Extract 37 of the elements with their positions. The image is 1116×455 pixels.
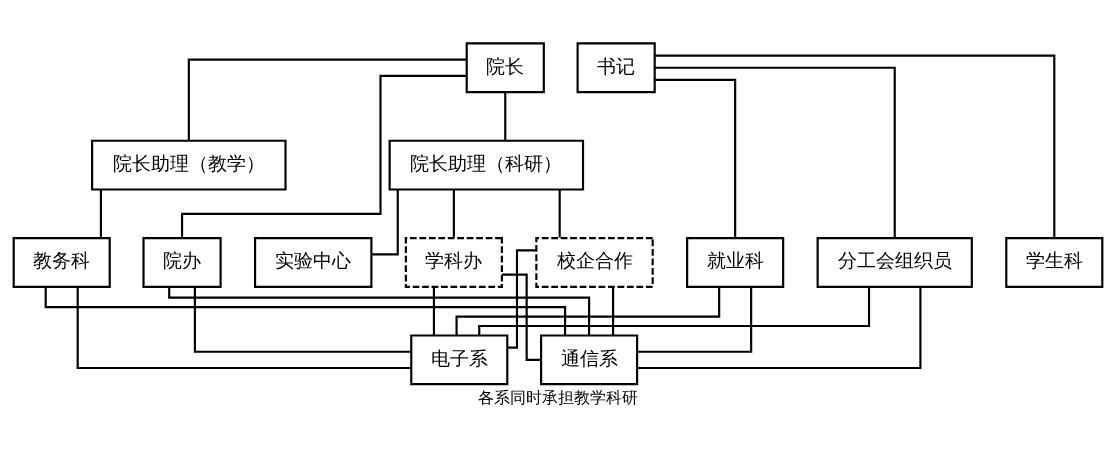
connector — [637, 286, 922, 369]
connector — [168, 286, 591, 335]
connector — [504, 91, 507, 140]
node-box: 电子系 — [410, 333, 509, 385]
connector — [654, 66, 896, 238]
connector — [637, 286, 753, 353]
node-box: 书记 — [576, 41, 656, 93]
connector — [558, 189, 561, 238]
node-box: 就业科 — [686, 236, 785, 288]
connector — [76, 286, 411, 369]
connector — [193, 286, 411, 353]
connector — [655, 78, 737, 238]
node-box: 学科办 — [404, 236, 503, 288]
node-box: 通信系 — [540, 333, 639, 385]
node-box: 院长助理（科研） — [388, 139, 585, 191]
connector — [478, 286, 871, 335]
node-box: 实验中心 — [254, 236, 373, 288]
connector — [455, 286, 721, 335]
node-box: 院办 — [142, 236, 222, 288]
connector — [612, 286, 615, 335]
node-box: 教务科 — [12, 236, 111, 288]
connector — [181, 74, 467, 238]
connector — [99, 189, 102, 238]
caption: 各系同时承担教学科研 — [478, 387, 638, 407]
node-box: 学生科 — [1005, 236, 1104, 288]
node-box: 院长助理（教学） — [91, 139, 287, 191]
connector — [187, 58, 467, 141]
connector — [371, 189, 399, 255]
connector — [507, 248, 537, 349]
node-box: 分工会组织员 — [816, 236, 973, 288]
node-box: 院长 — [465, 41, 545, 93]
connector — [502, 273, 541, 361]
connector — [44, 286, 567, 335]
connector — [432, 286, 435, 335]
connector — [655, 54, 1056, 238]
connector — [452, 189, 455, 238]
node-box: 校企合作 — [535, 236, 654, 288]
